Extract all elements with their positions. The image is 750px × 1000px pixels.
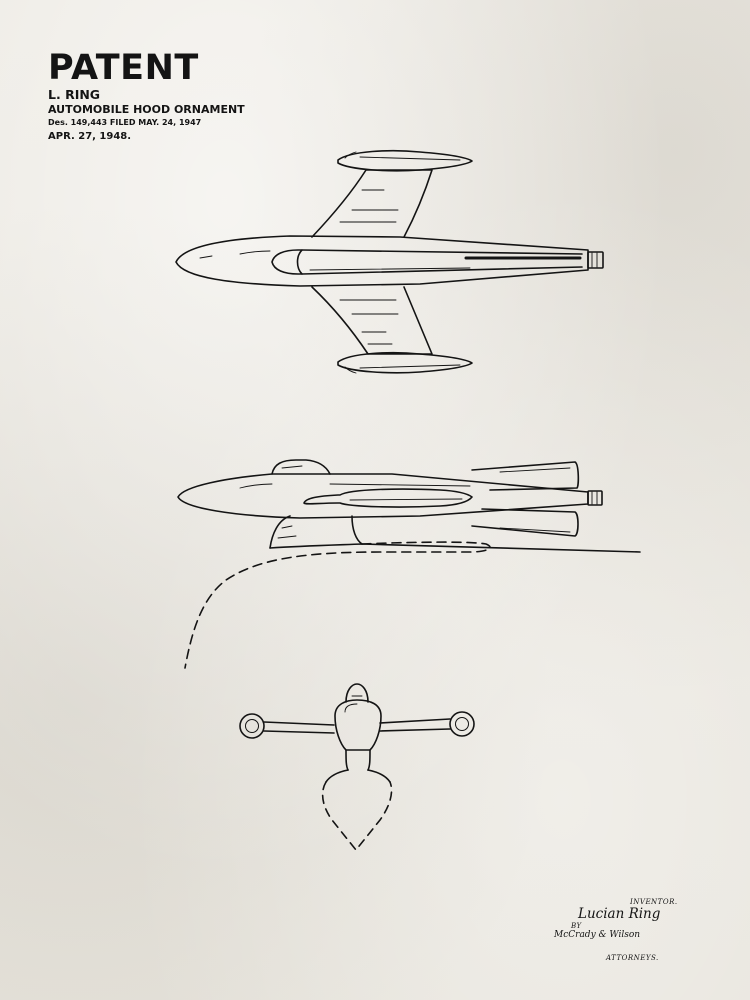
issue-date: APR. 27, 1948. xyxy=(48,131,132,142)
inventor-label: INVENTOR. xyxy=(630,898,678,906)
jet-front-view-drawing xyxy=(239,683,475,851)
patent-header: PATENT L. RING AUTOMOBILE HOOD ORNAMENT … xyxy=(48,50,245,144)
by-label: BY xyxy=(571,922,582,930)
inventor-name: L. RING xyxy=(48,87,101,102)
attorney-signature: McCrady & Wilson xyxy=(554,930,641,940)
attorneys-label: ATTORNEYS. xyxy=(606,954,659,962)
jet-top-view-drawing xyxy=(175,149,604,374)
inventor-signature: Lucian Ring xyxy=(578,906,661,922)
signature-block: INVENTOR. Lucian Ring BY McCrady & Wilso… xyxy=(540,896,720,966)
jet-side-view-drawing xyxy=(177,459,641,669)
page-title: PATENT xyxy=(48,48,199,88)
patent-subject: AUTOMOBILE HOOD ORNAMENT xyxy=(48,103,245,116)
filing-info: Des. 149,443 FILED MAY. 24, 1947 xyxy=(48,118,202,127)
